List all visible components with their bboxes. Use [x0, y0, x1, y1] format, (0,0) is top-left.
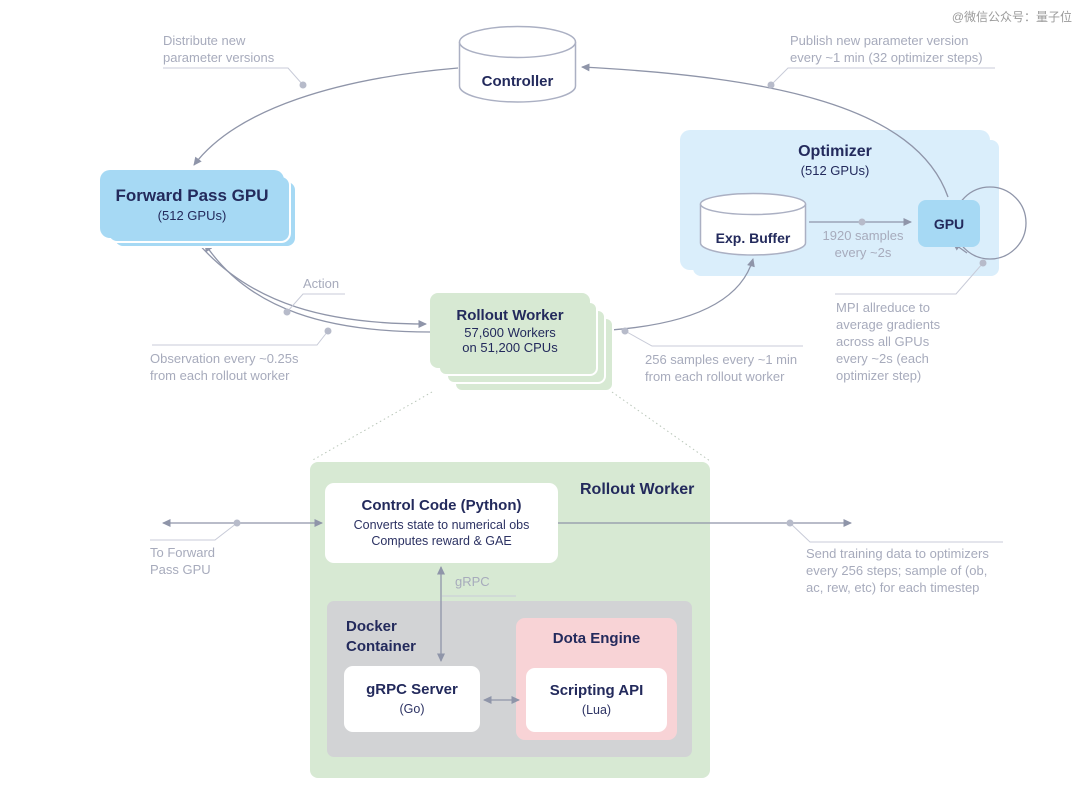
annotation-mpi-allreduce: MPI allreduce to average gradients acros… — [836, 300, 941, 383]
scripting-api-node: Scripting API (Lua) — [526, 668, 667, 732]
annotation-distribute: Distribute new parameter versions — [163, 33, 275, 65]
forward-pass-gpu-node: Forward Pass GPU (512 GPUs) — [100, 170, 284, 238]
annotation-publish: Publish new parameter version every ~1 m… — [790, 33, 983, 65]
annotation-1920-samples: 1920 samples every ~2s — [822, 228, 904, 260]
control-code-line2: Computes reward & GAE — [371, 534, 512, 548]
watermark: @微信公众号：量子位 — [951, 10, 1072, 24]
rollout-worker-line1: 57,600 Workers — [464, 324, 556, 340]
rollout-worker-node: Rollout Worker 57,600 Workers on 51,200 … — [430, 293, 590, 368]
annotation-256-samples: 256 samples every ~1 min from each rollo… — [645, 352, 798, 384]
optimizer-subtitle: (512 GPUs) — [800, 163, 870, 178]
scripting-api-title: Scripting API — [549, 681, 644, 699]
rollout-worker-detail-title: Rollout Worker — [580, 481, 695, 498]
grpc-server-subtitle: (Go) — [399, 701, 425, 716]
controller-node: Controller — [458, 25, 577, 105]
optimizer-title: Optimizer — [798, 143, 872, 160]
annotation-send-training: Send training data to optimizers every 2… — [806, 546, 989, 595]
forward-pass-gpu-subtitle: (512 GPUs) — [157, 207, 227, 223]
rollout-worker-title: Rollout Worker — [456, 306, 564, 324]
controller-label: Controller — [481, 73, 554, 90]
gpu-label: GPU — [933, 215, 965, 232]
rollout-worker-line2: on 51,200 CPUs — [462, 339, 558, 355]
cylinder-shape — [458, 25, 577, 103]
control-code-line1: Converts state to numerical obs — [353, 517, 530, 532]
docker-container-title: Docker Container — [346, 618, 417, 656]
annotation-observation: Observation every ~0.25s from each rollo… — [150, 351, 299, 383]
forward-pass-gpu-title: Forward Pass GPU — [115, 185, 269, 205]
annotation-grpc: gRPC — [455, 574, 490, 589]
grpc-server-title: gRPC Server — [366, 680, 458, 698]
scripting-api-subtitle: (Lua) — [581, 702, 612, 717]
expansion-line-left — [310, 391, 433, 462]
annotation-action: Action — [303, 276, 340, 291]
gpu-node: GPU — [918, 200, 980, 247]
exp-buffer-node: Exp. Buffer — [699, 192, 807, 258]
grpc-server-node: gRPC Server (Go) — [344, 666, 480, 732]
cylinder-shape — [699, 192, 807, 256]
dota-engine-title: Dota Engine — [552, 630, 641, 647]
control-code-node: Control Code (Python) Converts state to … — [325, 483, 558, 563]
exp-buffer-label: Exp. Buffer — [715, 230, 791, 246]
arrow-controller-to-forward-pass — [193, 67, 459, 166]
expansion-line-right — [611, 391, 711, 462]
annotation-to-forward-pass: To Forward Pass GPU — [150, 545, 216, 577]
control-code-title: Control Code (Python) — [361, 496, 522, 514]
